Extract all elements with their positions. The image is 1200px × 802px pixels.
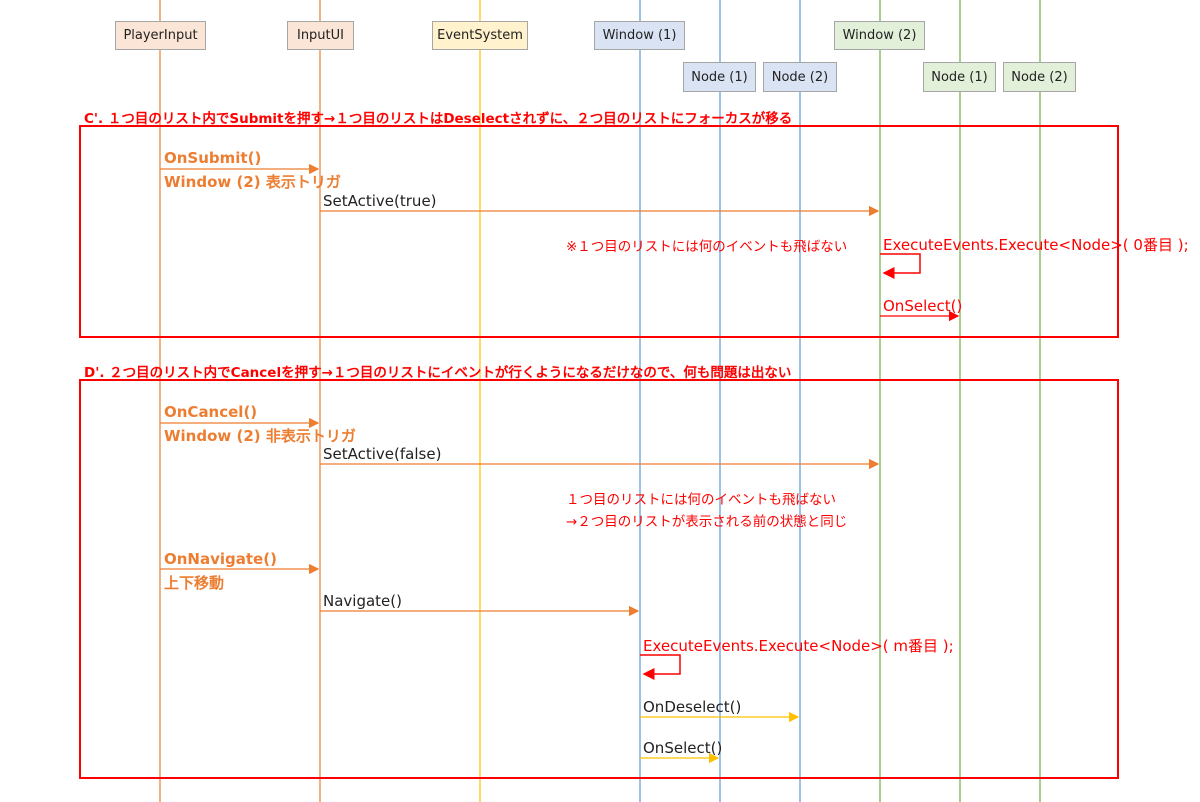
msg-c-execute: ExecuteEvents.Execute<Node>( 0番目 ); (883, 236, 1189, 254)
section-d-title: D'. ２つ目のリスト内でCancelを押す→１つ目のリストにイベントが行くよう… (84, 365, 792, 381)
msg-d-navigate: Navigate() (323, 592, 402, 610)
section-c-frame (79, 125, 1119, 338)
section-c-title: C'. １つ目のリスト内でSubmitを押す→１つ目のリストはDeselectさ… (84, 111, 793, 127)
msg-c-set-active: SetActive(true) (323, 192, 437, 210)
participant-w2-node1: Node (1) (923, 62, 996, 92)
participant-player-input: PlayerInput (115, 21, 206, 50)
participant-w1-node2: Node (2) (763, 62, 837, 92)
arrow-d-execute-self (640, 654, 681, 680)
msg-d-on-cancel-note: Window (2) 非表示トリガ (164, 427, 356, 445)
msg-d-on-cancel: OnCancel() (164, 403, 258, 421)
msg-d-on-navigate: OnNavigate() (164, 550, 277, 568)
participant-input-ui: InputUI (287, 21, 354, 50)
arrow-c-execute-self (880, 253, 921, 279)
participant-window1: Window (1) (594, 21, 685, 50)
msg-c-on-submit-note: Window (2) 表示トリガ (164, 173, 341, 191)
section-d-frame (79, 379, 1119, 779)
participant-event-system: EventSystem (432, 21, 528, 50)
participant-window2: Window (2) (834, 21, 925, 50)
msg-c-on-submit: OnSubmit() (164, 149, 262, 167)
note-d-line2: →２つ目のリストが表示される前の状態と同じ (566, 514, 848, 530)
msg-d-set-active: SetActive(false) (323, 445, 442, 463)
note-d-line1: １つ目のリストには何のイベントも飛ばない (566, 492, 836, 508)
participant-w2-node2: Node (2) (1003, 62, 1076, 92)
msg-c-on-select: OnSelect() (883, 297, 963, 315)
msg-d-on-deselect: OnDeselect() (643, 698, 742, 716)
msg-d-execute: ExecuteEvents.Execute<Node>( m番目 ); (643, 637, 954, 655)
msg-d-on-navigate-note: 上下移動 (164, 574, 225, 592)
msg-d-on-select: OnSelect() (643, 739, 723, 757)
note-c-no-event: ※１つ目のリストには何のイベントも飛ばない (566, 239, 848, 255)
participant-w1-node1: Node (1) (683, 62, 756, 92)
